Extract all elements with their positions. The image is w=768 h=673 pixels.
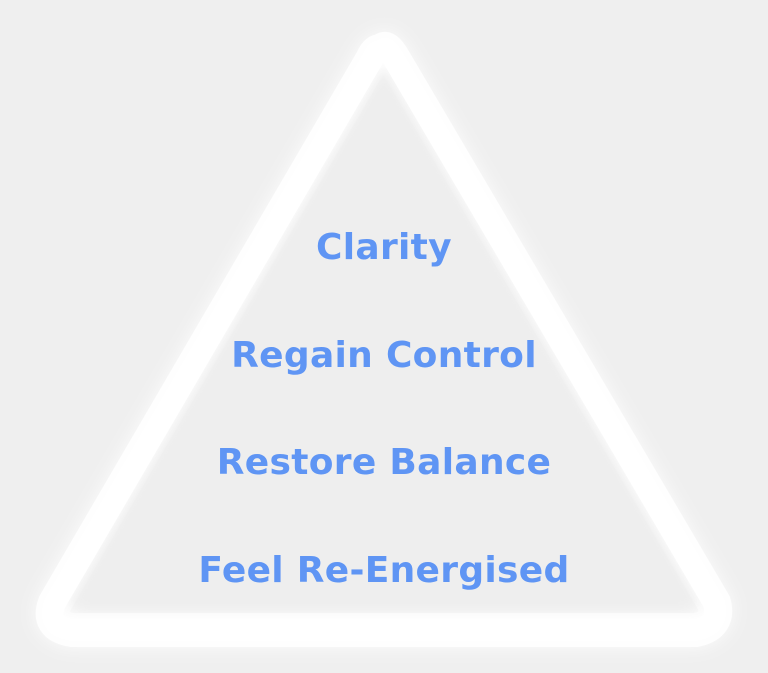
- triangle-outline: [41, 37, 727, 641]
- level-label-clarity: Clarity: [316, 227, 452, 268]
- level-label-regain-control: Regain Control: [231, 335, 537, 376]
- level-label-restore-balance: Restore Balance: [216, 442, 552, 483]
- triangle-fill: [66, 66, 702, 608]
- level-label-feel-re-energised: Feel Re-Energised: [198, 550, 570, 591]
